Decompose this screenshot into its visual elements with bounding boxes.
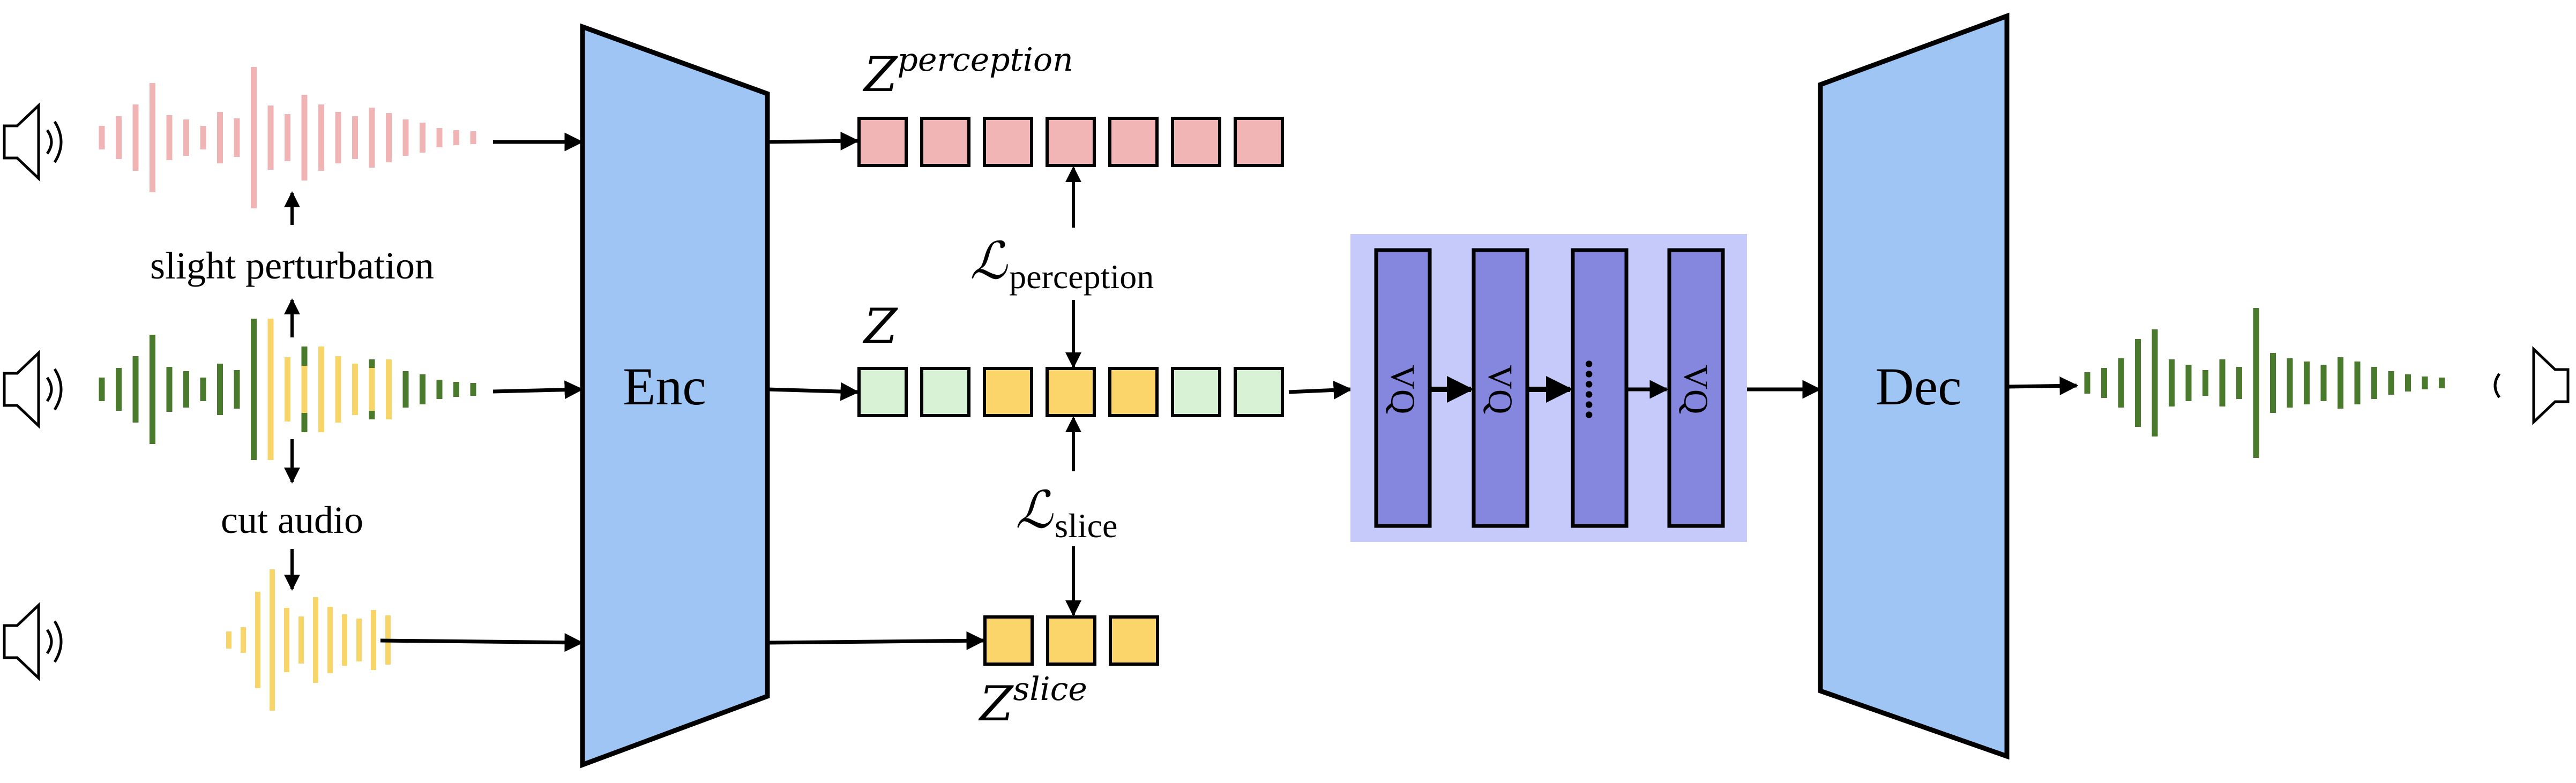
arrow-enc-to-perception [767, 131, 860, 150]
decoder-label: Dec [1876, 357, 1962, 416]
cut-audio-label: cut audio [221, 499, 363, 541]
arrow-dec-to-output [2006, 376, 2079, 395]
token-cell [1046, 615, 1096, 666]
cut-segment-highlight [267, 319, 392, 460]
loss-slice-label: ℒslice [1016, 480, 1117, 545]
z-perception-label: Zperception [862, 41, 1073, 103]
loss-perception-label: ℒperception [970, 231, 1154, 296]
arrow-enc-to-slice [767, 631, 985, 650]
token-cell [983, 367, 1033, 417]
perception-token-row [857, 117, 1284, 167]
token-cell [1234, 367, 1284, 417]
token-cell [857, 367, 908, 417]
token-cell [1108, 367, 1159, 417]
speaker-icon [2493, 346, 2570, 425]
encoder-block [580, 23, 770, 769]
vq-block [1667, 248, 1725, 528]
perturbed-waveform [99, 67, 476, 208]
reconstructed-waveform [2084, 308, 2445, 458]
arrow-enc-to-z [767, 382, 860, 401]
token-cell [1046, 367, 1096, 417]
arrow-cut-to-enc [380, 633, 584, 652]
token-cell [1234, 117, 1284, 167]
z-token-row [857, 367, 1284, 417]
arrow-z-to-vq [1288, 380, 1353, 400]
perturbation-label: slight perturbation [150, 244, 434, 287]
token-cell [1046, 117, 1096, 167]
slice-token-row [983, 615, 1159, 666]
token-cell [857, 117, 908, 167]
token-cell [983, 117, 1033, 167]
token-cell [983, 615, 1034, 666]
speaker-icon [3, 350, 63, 429]
token-cell [1108, 117, 1159, 167]
decoder-block [1818, 12, 2010, 760]
cut-waveform [226, 569, 391, 711]
vq-stack: VQ VQ...... VQ [1374, 248, 1725, 528]
speaker-icon [3, 602, 63, 681]
z-label: Z [862, 298, 898, 355]
vq-block [1374, 248, 1432, 528]
token-cell [920, 117, 970, 167]
vq-label: VQ [1677, 365, 1715, 414]
token-cell [1171, 367, 1221, 417]
z-slice-label: Zslice [978, 671, 1087, 732]
arrow-original-to-enc [492, 380, 584, 400]
token-cell [1109, 615, 1159, 666]
vq-label: VQ [1384, 365, 1422, 414]
encoder-label: Enc [623, 357, 706, 416]
vq-label: VQ [1482, 365, 1520, 414]
token-cell [1171, 117, 1221, 167]
vq-ellipsis-block [1571, 248, 1629, 528]
vq-ellipsis-label: ...... [1577, 359, 1622, 420]
speaker-icon [3, 102, 63, 182]
token-cell [920, 367, 970, 417]
